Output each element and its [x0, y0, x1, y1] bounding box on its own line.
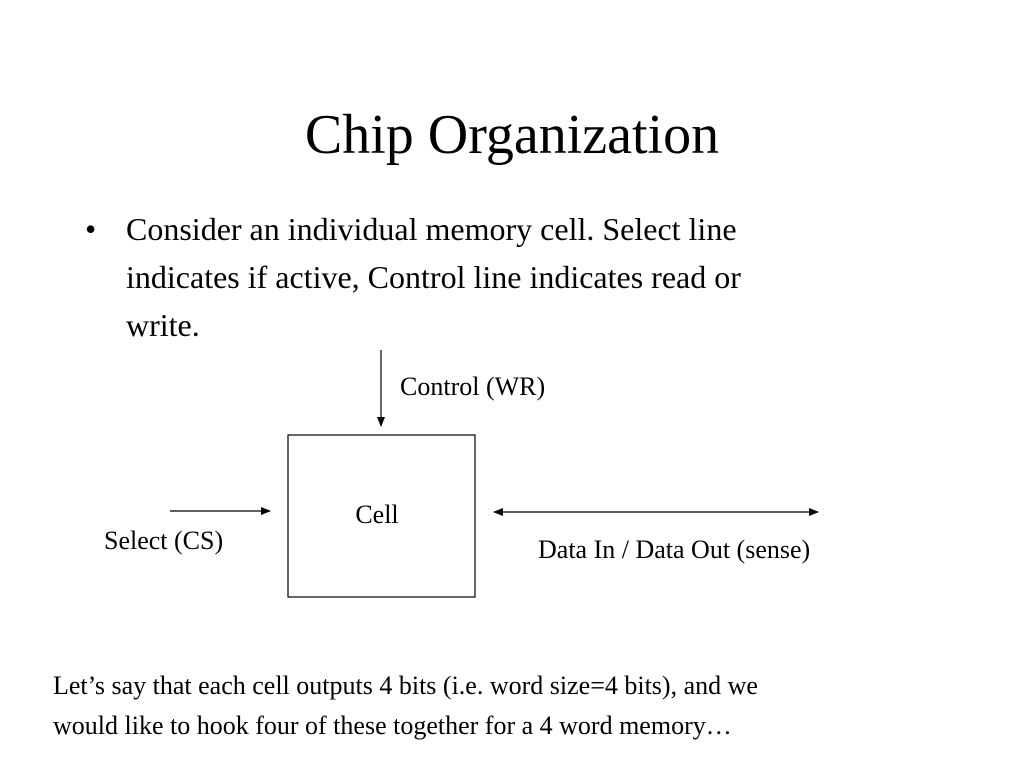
- cell-box: [287, 434, 476, 598]
- control-label: Control (WR): [400, 372, 545, 401]
- bullet-text: Consider an individual memory cell. Sele…: [126, 211, 741, 343]
- select-label: Select (CS): [104, 526, 223, 555]
- data-label: Data In / Data Out (sense): [538, 535, 810, 564]
- slide-title: Chip Organization: [304, 104, 720, 166]
- footnote-text: Let’s say that each cell outputs 4 bits …: [53, 671, 758, 740]
- cell-label: Cell: [355, 500, 398, 529]
- bullet-marker: •: [85, 211, 97, 247]
